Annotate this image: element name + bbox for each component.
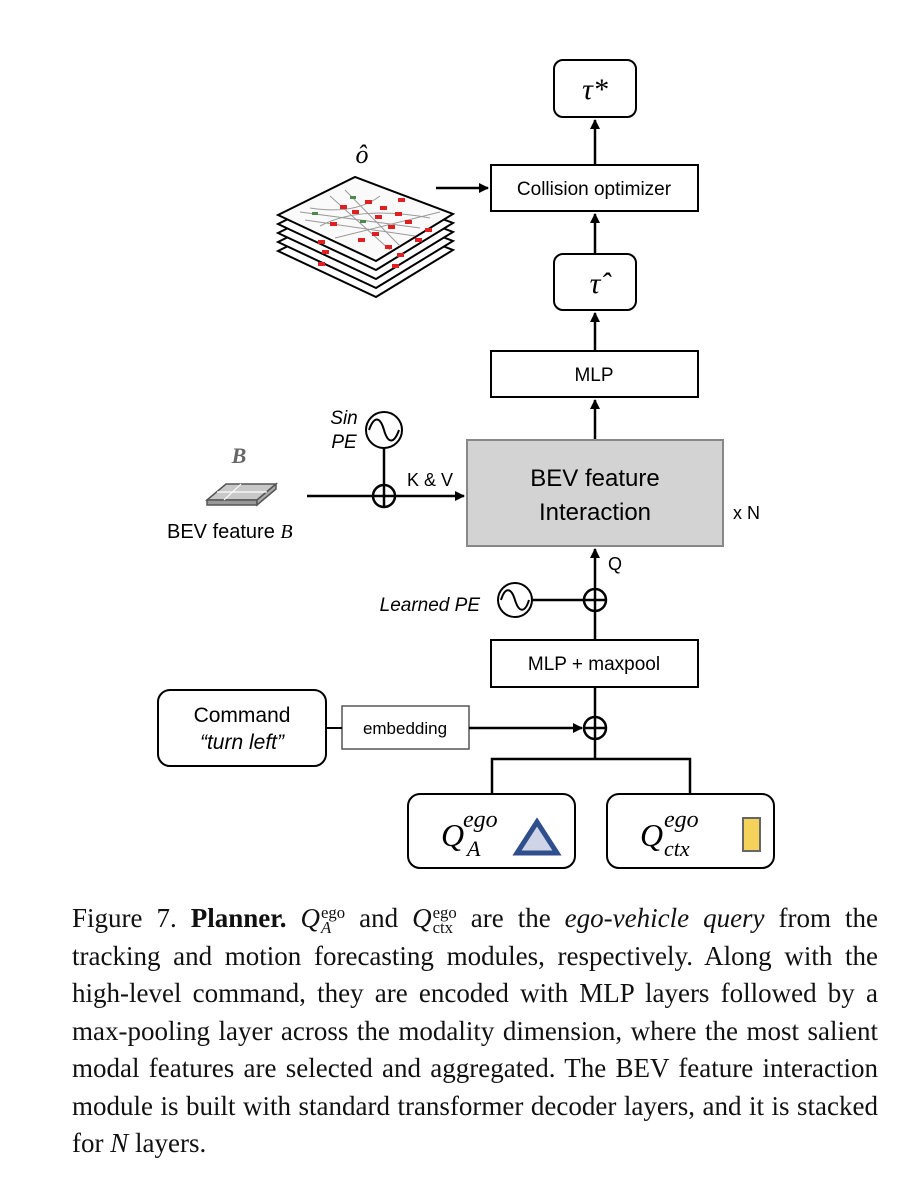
kv-label: K & V bbox=[407, 470, 453, 490]
figure-number: Figure 7. bbox=[72, 903, 177, 933]
context-rect-icon bbox=[742, 817, 761, 852]
figure-title: Planner. bbox=[190, 903, 287, 933]
caption-text-2: from the tracking and motion forecasting… bbox=[72, 903, 878, 1158]
planner-diagram: τ* Collision optimizer ô bbox=[157, 59, 775, 869]
mlp-box bbox=[490, 350, 699, 398]
bev-feature-label: BEV feature B bbox=[167, 521, 293, 543]
caption-and: and bbox=[359, 903, 399, 933]
sum-node-learned-pe bbox=[582, 587, 608, 613]
mlp-maxpool-label: MLP + maxpool bbox=[528, 654, 660, 675]
sum-node-command bbox=[582, 715, 608, 741]
sum-node-kv bbox=[371, 483, 397, 509]
command-value: “turn left” bbox=[200, 731, 285, 754]
q-a-ego-symbol: Q ego A bbox=[441, 807, 502, 861]
command-label: Command bbox=[194, 704, 291, 727]
occupancy-stack bbox=[275, 175, 456, 299]
caption-text-1: are the bbox=[470, 903, 551, 933]
caption-italic-phrase: ego-vehicle query bbox=[564, 903, 765, 933]
collision-optimizer-box bbox=[490, 164, 699, 212]
q-ctx-ego-symbol: Q ego ctx bbox=[640, 807, 703, 861]
merge-bracket bbox=[490, 757, 692, 794]
command-box bbox=[157, 689, 327, 767]
embedding-label: embedding bbox=[363, 719, 447, 738]
tau-hat-box bbox=[553, 253, 637, 311]
tau-star-box bbox=[553, 59, 637, 118]
agent-triangle-icon bbox=[512, 817, 562, 856]
learned-wave-icon bbox=[500, 589, 530, 611]
bev-interaction-line1: BEV feature bbox=[530, 465, 659, 492]
occupancy-label: ô bbox=[356, 140, 369, 169]
mlp-maxpool-box bbox=[490, 639, 699, 688]
bev-feature-icon bbox=[204, 482, 279, 507]
bev-symbol: B bbox=[231, 443, 247, 468]
caption-text-3: layers. bbox=[135, 1128, 207, 1158]
collision-optimizer-label: Collision optimizer bbox=[517, 179, 672, 200]
pe-label: PE bbox=[331, 432, 357, 453]
sin-wave-icon bbox=[368, 418, 400, 442]
caption-n-var: N bbox=[110, 1128, 129, 1158]
mlp-label: MLP bbox=[574, 365, 613, 386]
stack-count-label: x N bbox=[733, 503, 760, 523]
sin-label: Sin bbox=[330, 408, 357, 429]
q-label: Q bbox=[608, 554, 622, 574]
q-ctx-ego-box bbox=[606, 793, 775, 869]
tau-star-label: τ* bbox=[582, 73, 608, 106]
bev-interaction-line2: Interaction bbox=[539, 499, 651, 526]
embedding-box bbox=[341, 705, 470, 750]
learned-pe-label: Learned PE bbox=[380, 595, 481, 616]
bev-interaction-box bbox=[466, 439, 724, 547]
